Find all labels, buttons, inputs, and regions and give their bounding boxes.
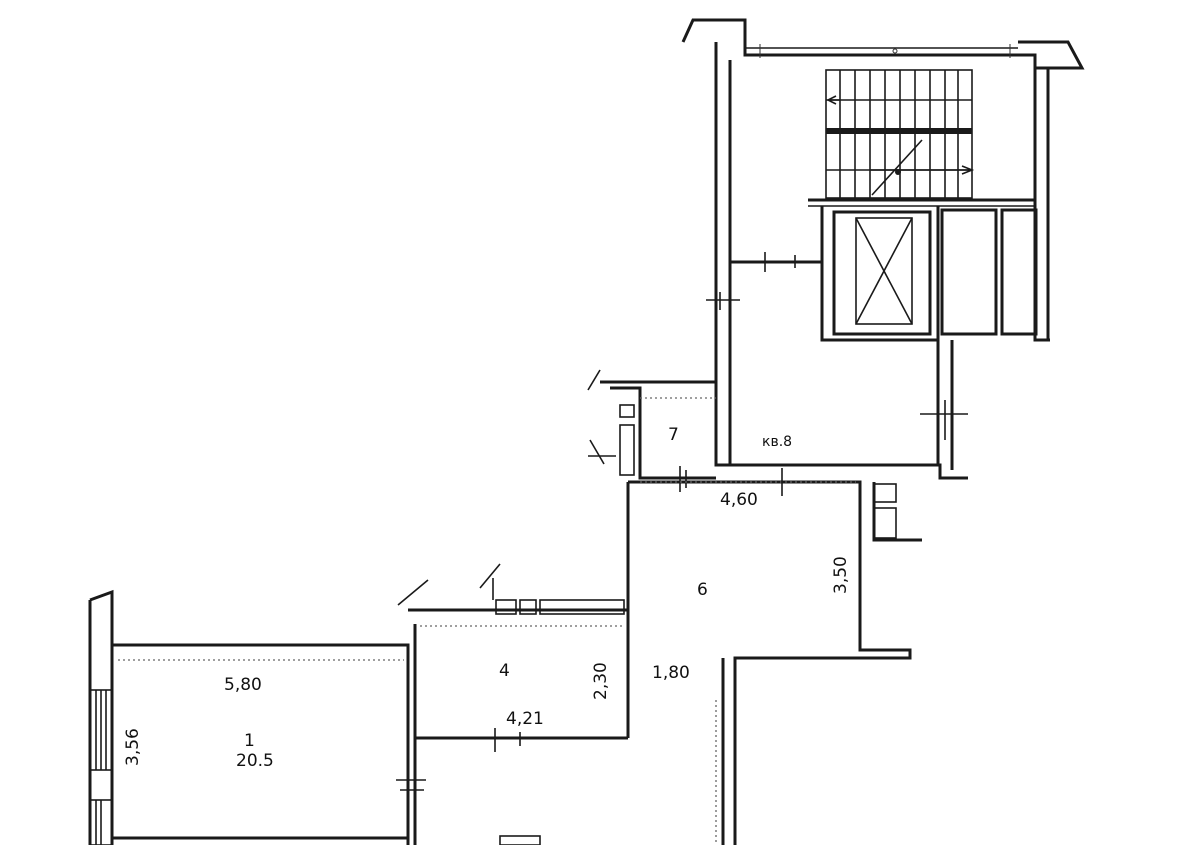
room-4-number: 4 xyxy=(499,661,510,681)
room-6-depth: 3,50 xyxy=(831,556,851,594)
room-6-number: 6 xyxy=(697,580,708,600)
room-7-number: 7 xyxy=(668,425,679,445)
labels: 7 кв.8 4,60 6 3,50 1,80 4 2,30 4,21 5,80… xyxy=(123,425,851,771)
room-1-width: 5,80 xyxy=(224,675,262,695)
elevator-shafts xyxy=(820,206,1038,342)
room-1-number: 1 xyxy=(244,731,255,751)
stairwell-core xyxy=(681,18,1085,480)
apartment-label: кв.8 xyxy=(762,434,792,450)
room-6-width: 4,60 xyxy=(720,490,758,510)
stair-flight xyxy=(825,69,975,199)
apartment-walls xyxy=(88,369,922,845)
room-1-depth: 3,56 xyxy=(123,728,143,766)
room-4-width: 4,21 xyxy=(506,709,544,729)
room-4-depth: 2,30 xyxy=(591,662,611,700)
room-1-area: 20.5 xyxy=(236,751,274,771)
corridor-width: 1,80 xyxy=(652,663,690,683)
